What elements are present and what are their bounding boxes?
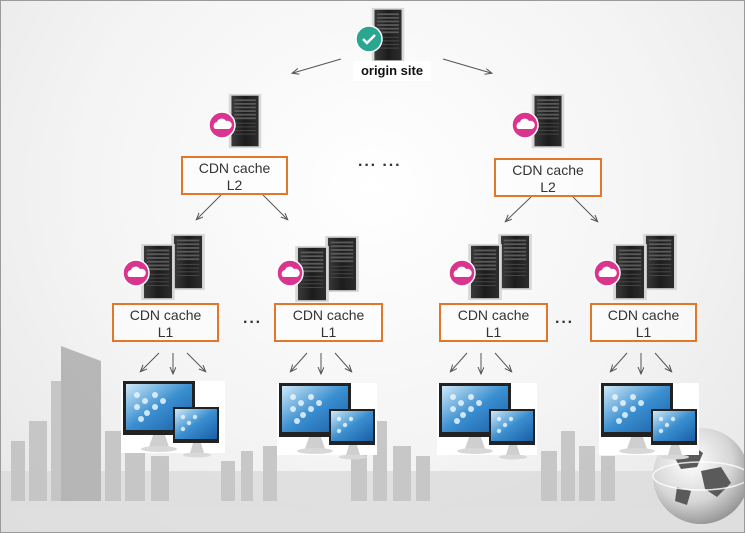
- check-badge-icon: [355, 25, 383, 53]
- cache-level: L1: [635, 324, 652, 340]
- cache-level: L1: [320, 324, 337, 340]
- cloud-badge-icon: [511, 111, 539, 139]
- server-icon: [325, 235, 359, 293]
- cdn-cache-l1-box: CDN cache L1: [439, 303, 548, 342]
- l1-arrows: [141, 352, 671, 373]
- cache-level: L1: [157, 324, 174, 340]
- cache-level: L1: [485, 324, 502, 340]
- l2-server-left: [208, 93, 262, 149]
- cdn-cache-l1-box: CDN cache L1: [590, 303, 697, 342]
- server-icon: [498, 233, 532, 291]
- origin-site-label: origin site: [353, 61, 431, 81]
- cache-name: CDN cache: [457, 307, 530, 323]
- origin-arrows: [293, 58, 491, 73]
- origin-server: [355, 7, 405, 63]
- cloud-badge-icon: [122, 259, 150, 287]
- cache-name: CDN cache: [129, 307, 202, 323]
- cache-level: L2: [226, 177, 243, 193]
- cdn-cache-l1-box: CDN cache L1: [112, 303, 219, 342]
- cache-name: CDN cache: [292, 307, 365, 323]
- cloud-badge-icon: [448, 259, 476, 287]
- l1-ellipsis: ···: [243, 314, 262, 331]
- l1-ellipsis: ···: [555, 314, 574, 331]
- city-skyline: [1, 346, 744, 532]
- cloud-badge-icon: [593, 259, 621, 287]
- cloud-badge-icon: [276, 259, 304, 287]
- l2-arrows: [197, 194, 597, 221]
- client-desktops: [121, 381, 699, 460]
- server-icon: [171, 233, 205, 291]
- l2-ellipsis: ··· ···: [358, 157, 402, 174]
- cdn-cache-l2-box: CDN cache L2: [181, 156, 288, 195]
- cache-name: CDN cache: [198, 160, 271, 176]
- cache-level: L2: [540, 179, 556, 195]
- server-icon: [643, 233, 677, 291]
- cache-name: CDN cache: [607, 307, 680, 323]
- cloud-badge-icon: [208, 111, 236, 139]
- l2-server-right: [511, 93, 565, 149]
- cache-name: CDN cache: [512, 162, 584, 178]
- l1-servers: [122, 233, 677, 303]
- cdn-cache-l1-box: CDN cache L1: [274, 303, 383, 342]
- cdn-cache-l2-box: CDN cache L2: [494, 158, 602, 197]
